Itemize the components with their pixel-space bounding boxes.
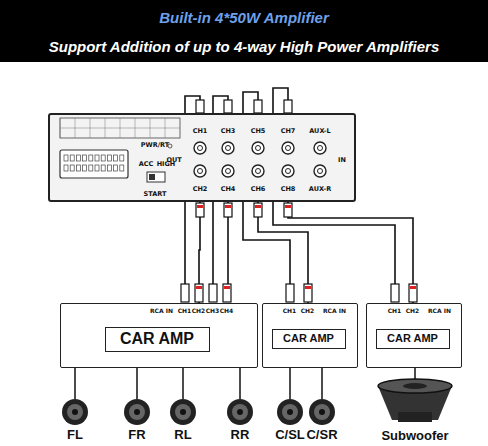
subwoofer-icon bbox=[378, 379, 452, 422]
node-text: CH4 bbox=[220, 308, 234, 314]
speaker-label: RR bbox=[231, 427, 250, 442]
node-text: CH5 bbox=[251, 128, 266, 135]
speaker-label: FL bbox=[67, 427, 83, 442]
amp-label-box: CAR AMP bbox=[376, 329, 450, 349]
node-text: CAR AMP bbox=[283, 333, 334, 344]
subtitle: Support Addition of up to 4-way High Pow… bbox=[49, 38, 440, 55]
speaker-label: Subwoofer bbox=[381, 428, 448, 443]
speaker-label: C/SR bbox=[306, 427, 337, 442]
node-text: CH2 bbox=[406, 308, 420, 314]
node-text: CH1 bbox=[283, 308, 297, 314]
rca-cable bbox=[258, 202, 308, 303]
node-text: AUX-L bbox=[309, 128, 330, 135]
title-band bbox=[0, 0, 488, 62]
amp-label-box: CAR AMP bbox=[272, 329, 346, 349]
node-text: CH6 bbox=[251, 186, 266, 193]
speaker-wires bbox=[75, 368, 415, 399]
speaker-label: C/SL bbox=[275, 427, 305, 442]
node-text: CH1 bbox=[388, 308, 402, 314]
node-text: RCA IN bbox=[323, 308, 346, 314]
node-text: ACC bbox=[139, 161, 154, 168]
node-text: START bbox=[144, 191, 167, 198]
node-text: CAR AMP bbox=[120, 331, 194, 347]
node-text: CH2 bbox=[192, 308, 206, 314]
node-text: CH3 bbox=[221, 128, 236, 135]
node-text: CH3 bbox=[206, 308, 220, 314]
speakers bbox=[62, 379, 452, 425]
node-text: CH1 bbox=[193, 128, 208, 135]
car-amp: CH1 CH2 RCA IN CAR AMP bbox=[262, 303, 358, 368]
node-text: CH7 bbox=[281, 128, 296, 135]
rca-cable bbox=[288, 202, 413, 303]
node-text: IN bbox=[338, 157, 346, 164]
node-text: AUX-R bbox=[309, 186, 331, 193]
amp-label-box: CAR AMP bbox=[105, 327, 210, 352]
node-text: CAR AMP bbox=[387, 333, 438, 344]
node-text: CH2 bbox=[301, 308, 315, 314]
node-text: CH4 bbox=[221, 186, 236, 193]
diagram-title: Built-in 4*50W Amplifier bbox=[0, 9, 488, 26]
head-unit: CH1CH3CH5CH7AUX-LCH2CH4CH6CH8AUX-ROUTINP… bbox=[48, 113, 356, 202]
car-amp: CH1 CH2 RCA IN CAR AMP bbox=[366, 303, 462, 368]
node-text: CH2 bbox=[193, 186, 208, 193]
node-text: RCA IN bbox=[428, 308, 451, 314]
node-text: RCA IN bbox=[150, 308, 173, 314]
speaker-label: FR bbox=[128, 427, 145, 442]
node-text: HIGH bbox=[157, 161, 176, 168]
speaker-label: RL bbox=[174, 427, 191, 442]
node-text: CH8 bbox=[281, 186, 296, 193]
car-amp: RCA IN CH1CH2CH3CH4CAR AMP bbox=[60, 303, 258, 368]
node-text: PWR/RT bbox=[141, 142, 169, 149]
node-text: CH1 bbox=[178, 308, 192, 314]
